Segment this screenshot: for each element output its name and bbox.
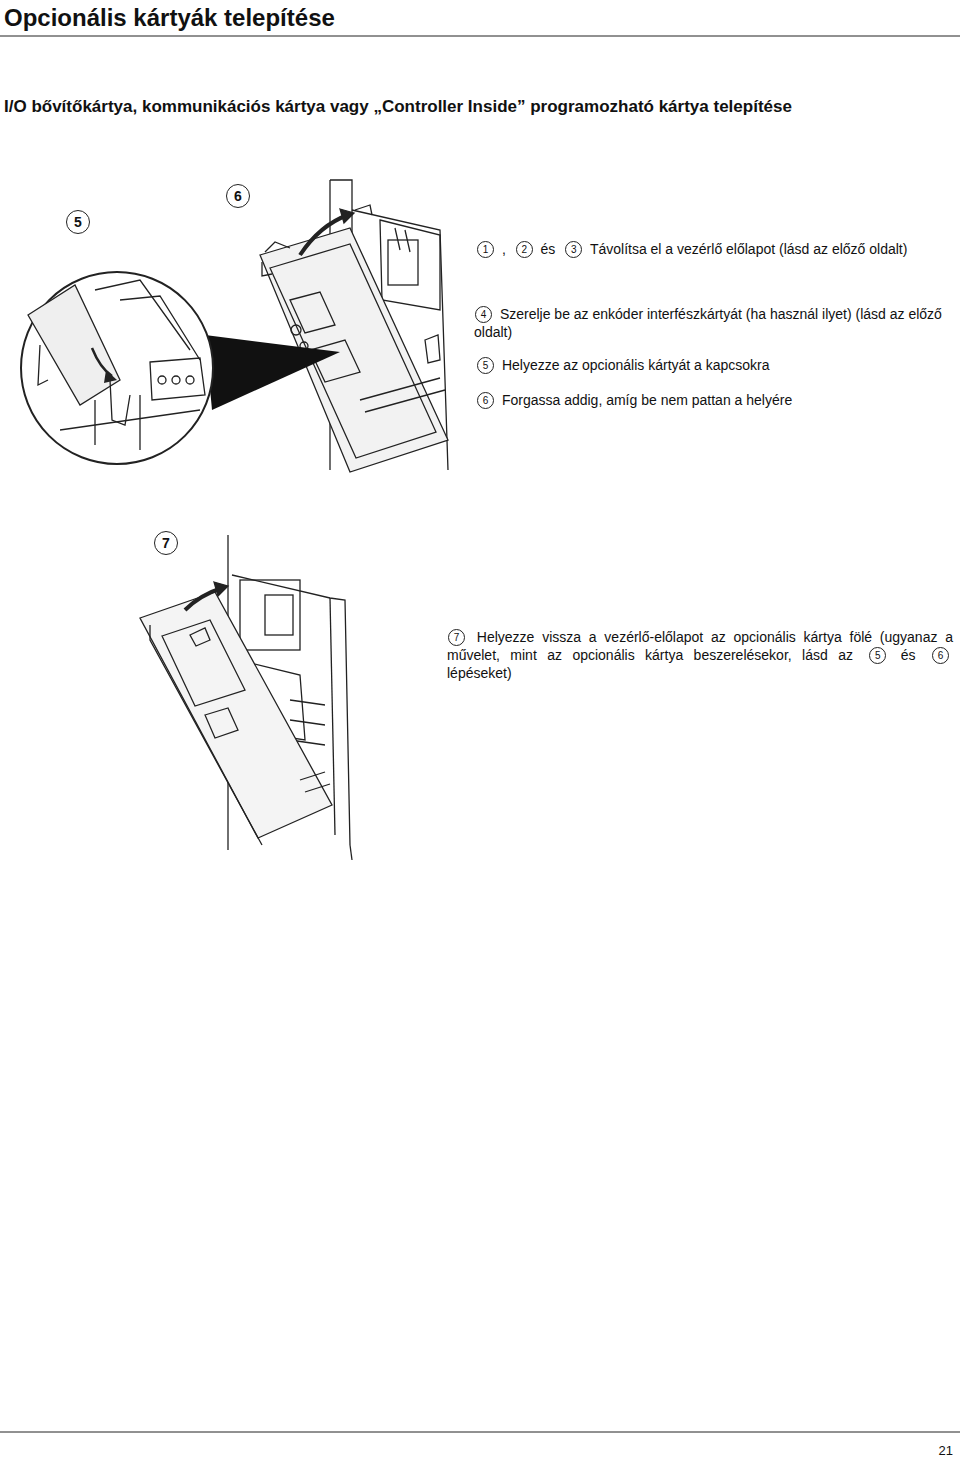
step-number: 1 xyxy=(477,241,494,258)
callout-number: 6 xyxy=(226,184,250,208)
step-number: 3 xyxy=(565,241,582,258)
step-number: 7 xyxy=(448,629,465,646)
footer-rule xyxy=(0,1432,960,1433)
instruction-step: 7 Helyezze vissza a vezérlő-előlapot az … xyxy=(447,628,953,682)
page-number: 21 xyxy=(939,1443,953,1458)
step-number: 6 xyxy=(477,392,494,409)
instruction-step: 6 Forgassa addig, amíg be nem pattan a h… xyxy=(476,391,954,409)
step-text: és xyxy=(901,647,916,663)
instruction-step: 5 Helyezze az opcionális kártyát a kapcs… xyxy=(476,356,954,374)
section-heading: I/O bővítőkártya, kommunikációs kártya v… xyxy=(4,97,792,117)
header-rule xyxy=(0,36,960,37)
drive-illustration-top xyxy=(260,180,448,472)
page-title: Opcionális kártyák telepítése xyxy=(4,4,335,32)
step-text: Forgassa addig, amíg be nem pattan a hel… xyxy=(502,392,792,408)
step-text: és xyxy=(541,241,556,257)
step-text: Szerelje be az enkóder interfészkártyát … xyxy=(474,306,942,340)
step-number: 5 xyxy=(869,647,886,664)
step-number: 5 xyxy=(477,357,494,374)
step-number: 2 xyxy=(516,241,533,258)
instruction-step: 4 Szerelje be az enkóder interfészkártyá… xyxy=(474,305,954,341)
callout-number: 5 xyxy=(66,210,90,234)
step-text: Távolítsa el a vezérlő előlapot (lásd az… xyxy=(590,241,908,257)
magnifier-detail xyxy=(21,272,340,464)
instruction-step: 1 , 2 és 3 Távolítsa el a vezérlő előlap… xyxy=(476,240,954,258)
step-number: 4 xyxy=(475,306,492,323)
drive-illustration-bottom xyxy=(140,535,352,860)
step-text: , xyxy=(502,241,506,257)
step-text: lépéseket) xyxy=(447,665,512,681)
step-number: 6 xyxy=(932,647,949,664)
callout-number: 7 xyxy=(154,531,178,555)
step-text: Helyezze az opcionális kártyát a kapcsok… xyxy=(502,357,770,373)
